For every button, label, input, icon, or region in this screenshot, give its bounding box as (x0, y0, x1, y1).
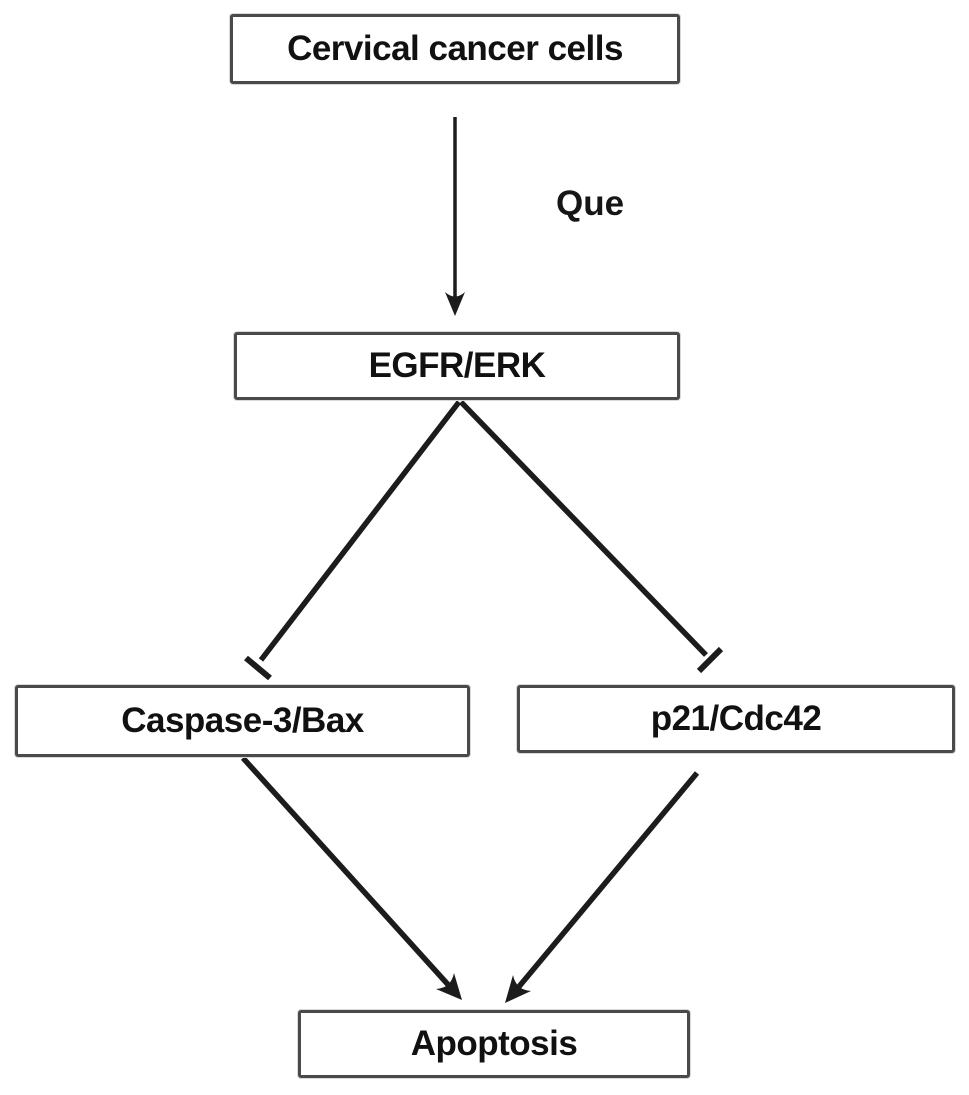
arrowhead-down-icon (445, 292, 465, 316)
arrowhead-downright-icon (436, 973, 462, 1000)
apoptosis-arrow-left-shaft (240, 756, 455, 991)
node-cervical-cancer-cells: Cervical cancer cells (230, 14, 680, 84)
node-egfr-erk: EGFR/ERK (234, 332, 680, 400)
inhibition-tbar-left-icon (244, 655, 272, 681)
arrowhead-downleft-icon (505, 975, 531, 1003)
node-apoptosis-label: Apoptosis (410, 1024, 578, 1063)
node-p21-cdc42-label: p21/Cdc42 (650, 699, 822, 738)
inhibition-line-right (459, 400, 708, 657)
apoptosis-arrow-right-shaft (509, 771, 700, 997)
node-p21-cdc42: p21/Cdc42 (517, 685, 955, 753)
node-caspase3-bax: Caspase-3/Bax (15, 685, 470, 757)
node-egfr-erk-label: EGFR/ERK (368, 346, 546, 385)
node-caspase3-bax-label: Caspase-3/Bax (121, 701, 364, 740)
node-apoptosis: Apoptosis (298, 1010, 690, 1078)
node-cervical-cancer-cells-label: Cervical cancer cells (287, 29, 623, 68)
inhibition-tbar-right-icon (696, 646, 724, 674)
inhibition-line-left (258, 400, 462, 662)
que-edge-label: Que (556, 184, 625, 223)
